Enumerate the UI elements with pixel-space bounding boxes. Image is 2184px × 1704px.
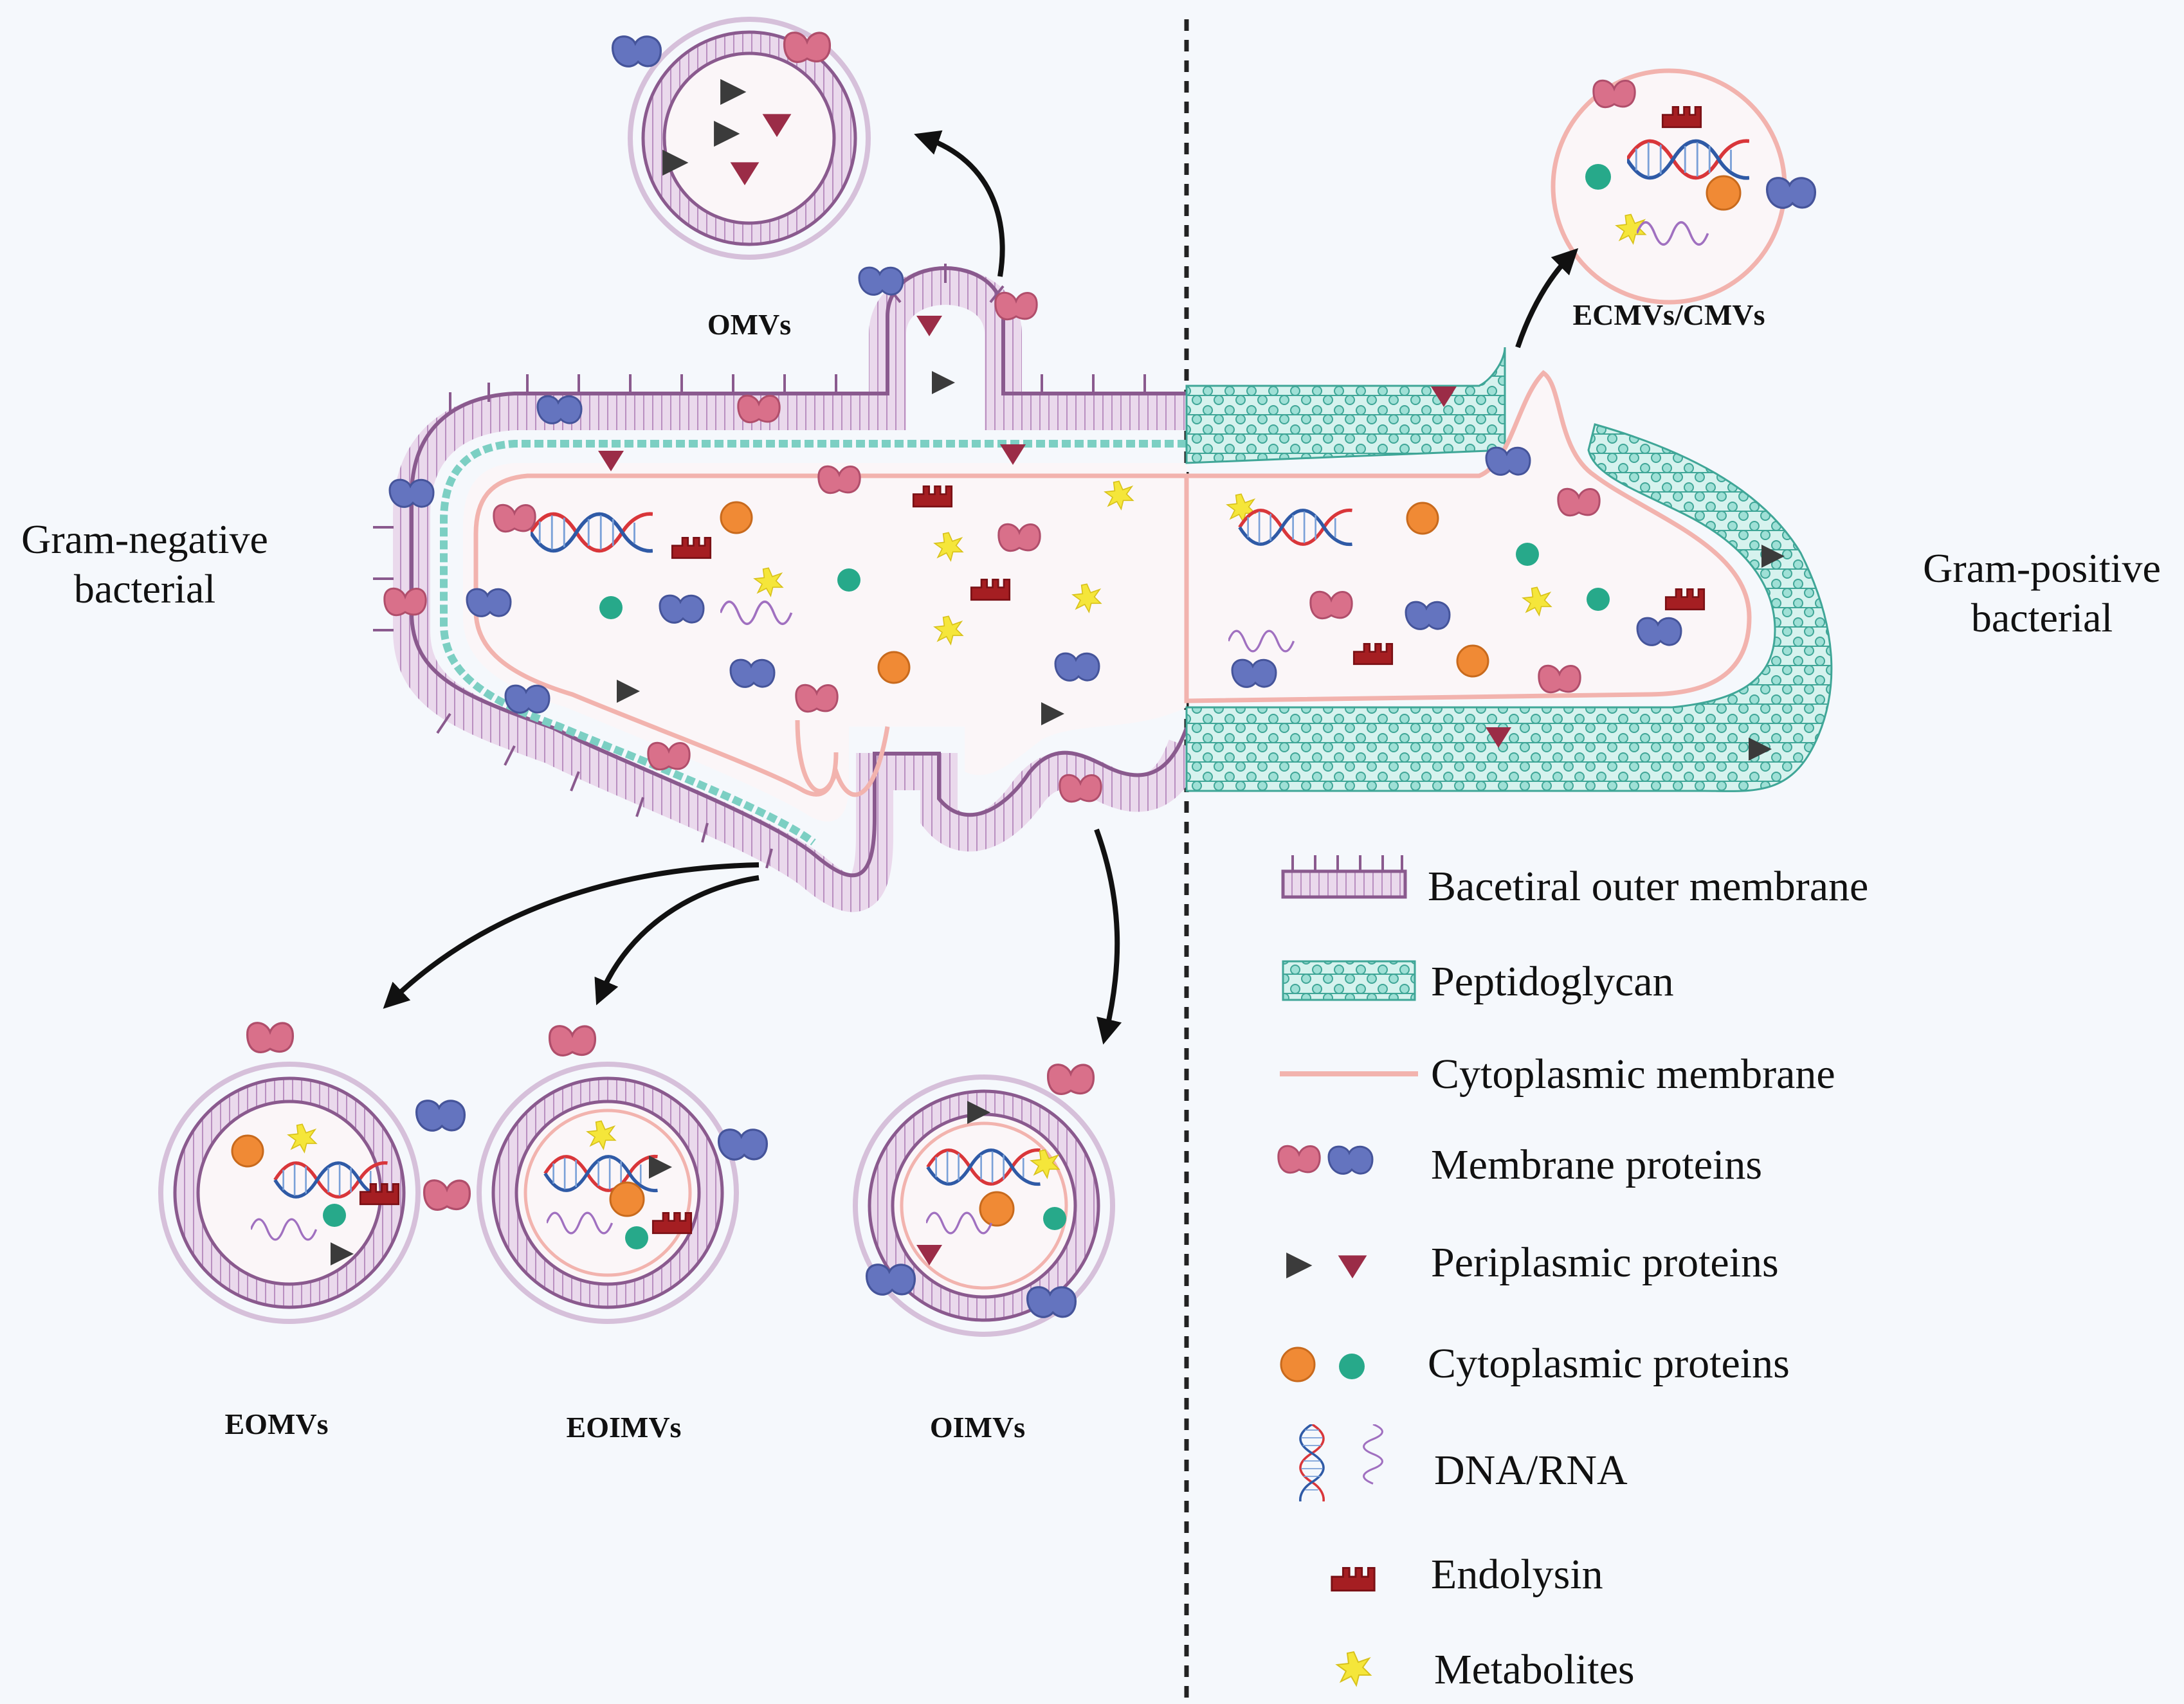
label-gram-positive-line1: Gram-positive (1923, 545, 2161, 591)
arrow-to-ecmvs (1515, 248, 1579, 349)
outer-membrane-icon (1281, 855, 1407, 899)
eoimv-vesicle (477, 1025, 769, 1324)
legend-label-periplasmic-proteins: Periplasmic proteins (1431, 1239, 1779, 1286)
gram-negative-cytoplasmic-membrane (473, 473, 1187, 797)
gram-positive-cell (1184, 347, 1833, 792)
gram-negative-outer-membrane (393, 267, 1205, 912)
legend-label-dna-rna: DNA/RNA (1434, 1447, 1628, 1494)
oimv-vesicle (853, 1064, 1115, 1337)
label-oimvs: OIMVs (930, 1411, 1025, 1444)
legend-label-cytoplasmic-proteins: Cytoplasmic proteins (1428, 1340, 1790, 1387)
cytoplasmic-protein-icon (1280, 1346, 1365, 1382)
arrow-to-eoimvs (594, 875, 760, 1006)
label-ecmvs: ECMVs/CMVs (1573, 298, 1765, 331)
gram-positive-peptidoglycan-top (1185, 347, 1506, 464)
peptidoglycan-icon (1282, 960, 1416, 1001)
label-omvs: OMVs (707, 308, 791, 341)
legend: Bacetiral outer membrane Peptidoglycan C… (1277, 855, 1868, 1693)
legend-label-peptidoglycan: Peptidoglycan (1431, 958, 1674, 1005)
legend-label-membrane-proteins: Membrane proteins (1431, 1141, 1762, 1188)
legend-label-outer-membrane: Bacetiral outer membrane (1428, 863, 1868, 910)
gram-negative-cell (373, 264, 1205, 912)
arrow-to-oimvs (1094, 828, 1122, 1045)
gram-positive-cytoplasm (1184, 370, 1752, 703)
legend-label-metabolites: Metabolites (1434, 1646, 1635, 1693)
label-gram-positive-line2: bacterial (1971, 595, 2113, 640)
arrow-to-eomvs (383, 862, 760, 1009)
label-gram-negative-line1: Gram-negative (21, 516, 268, 562)
gram-positive-peptidoglycan-wall (1185, 423, 1833, 792)
ecmv-vesicle (1551, 68, 1817, 305)
eomv-vesicle (158, 1022, 471, 1324)
gram-negative-cytoplasm (463, 463, 1187, 822)
legend-label-endolysin: Endolysin (1431, 1551, 1603, 1598)
label-eoimvs: EOIMVs (567, 1411, 682, 1444)
label-eomvs: EOMVs (225, 1408, 329, 1440)
gram-negative-peptidoglycan (440, 440, 1187, 846)
arrow-to-omvs (914, 130, 1005, 277)
omv-vesicle (611, 17, 871, 260)
legend-label-cytoplasmic-membrane: Cytoplasmic membrane (1431, 1051, 1835, 1098)
label-gram-negative-line2: bacterial (74, 566, 215, 612)
